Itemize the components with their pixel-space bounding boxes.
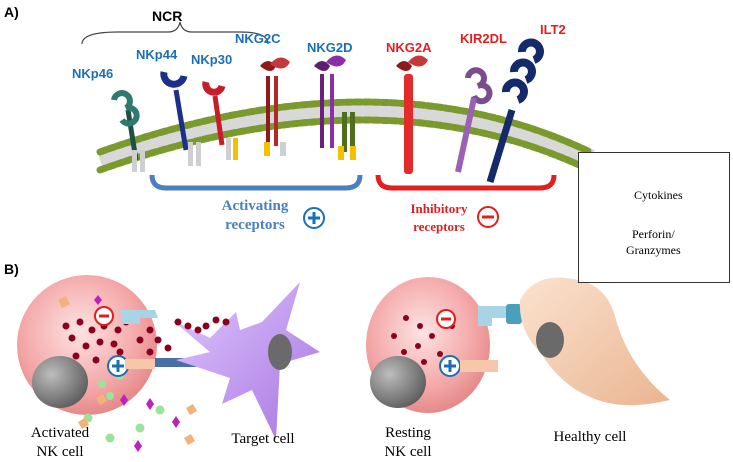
cell-membrane xyxy=(96,98,595,174)
receptor-nkp30 xyxy=(202,81,238,160)
resting-activating-receptor xyxy=(460,360,498,372)
activated-inhibitory-receptor xyxy=(120,310,158,324)
panel-label-a: A) xyxy=(4,4,19,20)
activating-plus-icon xyxy=(303,207,325,229)
healthy-cell xyxy=(519,277,670,406)
receptor-label-ilt2: ILT2 xyxy=(540,22,566,37)
receptor-nkg2a xyxy=(396,55,428,174)
legend-box xyxy=(578,152,730,283)
legend-perforin-line-2: Granzymes xyxy=(626,243,681,257)
legend-cytokines-label: Cytokines xyxy=(634,188,683,202)
inhibitory-line-2: receptors xyxy=(413,219,465,234)
resting-nk-cell xyxy=(366,277,490,413)
receptor-label-nkp30: NKp30 xyxy=(191,52,233,67)
resting-plus-icon xyxy=(439,355,461,377)
receptor-label-nkg2c: NKG2C xyxy=(235,31,281,46)
activated-line-2: NK cell xyxy=(36,444,84,460)
legend-perforin-line-1: Perforin/ xyxy=(632,227,675,241)
resting-minus-icon xyxy=(436,309,456,329)
receptor-nkp44 xyxy=(160,71,201,166)
ncr-label: NCR xyxy=(152,8,183,24)
receptor-label-nkg2d: NKG2D xyxy=(307,40,353,55)
resting-line-2: NK cell xyxy=(384,444,432,460)
receptor-label-nkp44: NKp44 xyxy=(136,47,178,62)
activating-receptors-label: Activating receptors xyxy=(210,197,300,235)
inhibitory-line-1: Inhibitory xyxy=(410,201,468,216)
resting-nk-caption: Resting NK cell xyxy=(370,424,446,462)
inhibitory-bracket xyxy=(375,174,557,191)
released-granules xyxy=(136,326,172,356)
inhibitory-receptors-label: Inhibitory receptors xyxy=(396,200,482,236)
target-cell-caption: Target cell xyxy=(231,431,295,447)
panel-label-b: B) xyxy=(4,261,19,277)
target-cell xyxy=(172,282,320,440)
activated-nk-cell xyxy=(17,275,157,415)
released-cytokines xyxy=(78,394,197,452)
activating-bracket xyxy=(149,174,363,191)
receptor-nkp46 xyxy=(111,90,145,172)
inhibitory-minus-icon xyxy=(477,206,499,228)
receptor-label-kir2dl: KIR2DL xyxy=(460,31,507,46)
healthy-cell-caption: Healthy cell xyxy=(553,429,627,445)
receptor-kir2dl xyxy=(455,67,493,173)
receptor-label-nkg2a: NKG2A xyxy=(386,40,432,55)
ncr-brace xyxy=(81,21,269,45)
activated-activating-receptor xyxy=(125,359,155,369)
activating-line-2: receptors xyxy=(225,217,285,233)
resting-ligand xyxy=(506,304,522,324)
receptor-label-nkp46: NKp46 xyxy=(72,66,114,81)
activating-line-1: Activating xyxy=(221,198,289,214)
resting-line-1: Resting xyxy=(385,425,431,441)
legend-perforin-label: Perforin/ Granzymes xyxy=(626,226,681,258)
receptor-ilt2 xyxy=(486,38,544,184)
activated-minus-icon xyxy=(94,306,114,326)
activated-nk-caption: Activated NK cell xyxy=(18,424,102,462)
resting-inhibitory-receptor xyxy=(478,306,508,326)
receptor-nkg2d xyxy=(314,55,356,160)
receptor-nkg2c xyxy=(260,57,290,156)
activated-line-1: Activated xyxy=(30,425,90,441)
